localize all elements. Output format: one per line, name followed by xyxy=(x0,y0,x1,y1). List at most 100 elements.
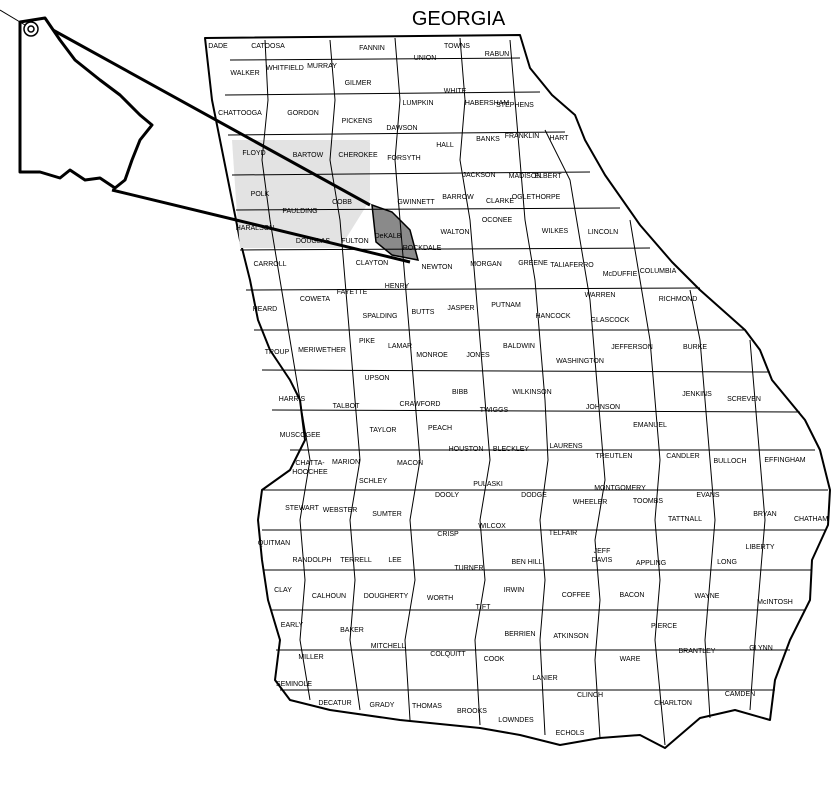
county-label-dodge: DODGE xyxy=(521,492,547,499)
county-label-crisp: CRISP xyxy=(437,531,459,538)
county-label-davis: DAVIS xyxy=(592,557,613,564)
county-label-fannin: FANNIN xyxy=(359,45,385,52)
county-label-camden: CAMDEN xyxy=(725,691,755,698)
county-label-white: WHITE xyxy=(444,88,467,95)
county-label-oglethorpe: OGLETHORPE xyxy=(512,194,561,201)
county-label-jefferson: JEFFERSON xyxy=(611,344,653,351)
county-label-habersham: HABERSHAM xyxy=(465,100,510,107)
county-label-taliaferro: TALIAFERRO xyxy=(550,262,594,269)
county-label-dawson: DAWSON xyxy=(386,125,417,132)
county-label-thomas: THOMAS xyxy=(412,703,442,710)
county-label-bleckley: BLECKLEY xyxy=(493,446,530,453)
county-label-newton: NEWTON xyxy=(422,264,453,271)
county-label-dougherty: DOUGHERTY xyxy=(364,593,409,600)
county-label-crawford: CRAWFORD xyxy=(400,401,441,408)
county-label-appling: APPLING xyxy=(636,560,666,567)
county-label-lowndes: LOWNDES xyxy=(498,717,534,724)
county-label-morgan: MORGAN xyxy=(470,261,502,268)
county-label-bibb: BIBB xyxy=(452,389,468,396)
county-label-chatham: CHATHAM xyxy=(794,516,828,523)
county-label-gwinnett: GWINNETT xyxy=(397,199,435,206)
county-label-irwin: IRWIN xyxy=(504,587,524,594)
county-label-elbert: ELBERT xyxy=(534,173,562,180)
county-label-jenkins: JENKINS xyxy=(682,391,712,398)
county-label-marion: MARION xyxy=(332,459,360,466)
county-label-bartow: BARTOW xyxy=(293,152,324,159)
inset-pointer-upper xyxy=(41,22,371,207)
county-label-mitchell: MITCHELL xyxy=(371,643,406,650)
county-label-pike: PIKE xyxy=(359,338,375,345)
county-label-tattnall: TATTNALL xyxy=(668,516,702,523)
county-label-catoosa: CATOOSA xyxy=(251,43,285,50)
county-label-towns: TOWNS xyxy=(444,43,470,50)
county-label-decatur: DECATUR xyxy=(318,700,351,707)
county-label-coweta: COWETA xyxy=(300,296,331,303)
county-label-coffee: COFFEE xyxy=(562,592,591,599)
county-label-twiggs: TWIGGS xyxy=(480,407,509,414)
county-label-glynn: GLYNN xyxy=(749,645,773,652)
county-label-cherokee: CHEROKEE xyxy=(338,152,378,159)
county-label-wayne: WAYNE xyxy=(695,593,720,600)
county-label-carroll: CARROLL xyxy=(253,261,286,268)
county-label-jones: JONES xyxy=(466,352,490,359)
county-label-paulding: PAULDING xyxy=(282,208,317,215)
map-title: GEORGIA xyxy=(411,8,506,30)
county-label-bryan: BRYAN xyxy=(753,511,776,518)
county-boundaries xyxy=(224,37,828,746)
inset-location-marker-icon xyxy=(23,21,39,37)
county-label-long: LONG xyxy=(717,559,737,566)
county-label-candler: CANDLER xyxy=(666,453,699,460)
county-label-hoochee: HOOCHEE xyxy=(292,469,328,476)
county-label-baker: BAKER xyxy=(340,627,364,634)
county-label-mcduffie: McDUFFIE xyxy=(603,271,638,278)
county-label-walker: WALKER xyxy=(230,70,259,77)
county-label-burke: BURKE xyxy=(683,344,707,351)
county-label-early: EARLY xyxy=(281,622,304,629)
county-label-pierce: PIERCE xyxy=(651,623,677,630)
county-label-floyd: FLOYD xyxy=(242,150,265,157)
county-label-cobb: COBB xyxy=(332,199,352,206)
county-label-screven: SCREVEN xyxy=(727,396,761,403)
county-label-liberty: LIBERTY xyxy=(745,544,774,551)
metro-region-shade xyxy=(232,140,370,248)
county-label-whitfield: WHITFIELD xyxy=(266,65,304,72)
county-label-wilkinson: WILKINSON xyxy=(512,389,551,396)
county-label-murray: MURRAY xyxy=(307,63,337,70)
county-label-meriwether: MERIWETHER xyxy=(298,347,346,354)
county-label-lincoln: LINCOLN xyxy=(588,229,618,236)
county-label-schley: SCHLEY xyxy=(359,478,387,485)
county-label-dooly: DOOLY xyxy=(435,492,459,499)
county-label-dade: DADE xyxy=(208,43,228,50)
inset-pointer-lower xyxy=(111,188,411,264)
county-label-turner: TURNER xyxy=(454,565,483,572)
county-label-calhoun: CALHOUN xyxy=(312,593,346,600)
county-label-charlton: CHARLTON xyxy=(654,700,692,707)
county-label-effingham: EFFINGHAM xyxy=(764,457,805,464)
county-label-wilkes: WILKES xyxy=(542,228,569,235)
county-label-pickens: PICKENS xyxy=(342,118,373,125)
county-label-bacon: BACON xyxy=(620,592,645,599)
county-label-chattooga: CHATTOOGA xyxy=(218,110,262,117)
county-label-dekalb: DeKALB xyxy=(375,233,402,240)
county-label-montgomery: MONTGOMERY xyxy=(594,485,646,492)
county-label-jackson: JACKSON xyxy=(462,172,495,179)
county-label-pulaski: PULASKI xyxy=(473,481,503,488)
county-label-bulloch: BULLOCH xyxy=(713,458,746,465)
county-label-madison: MADISON xyxy=(509,173,542,180)
county-label-webster: WEBSTER xyxy=(323,507,358,514)
county-label-johnson: JOHNSON xyxy=(586,404,620,411)
county-label-lumpkin: LUMPKIN xyxy=(402,100,433,107)
county-label-harris: HARRIS xyxy=(279,396,306,403)
county-label-richmond: RICHMOND xyxy=(659,296,698,303)
county-label-berrien: BERRIEN xyxy=(504,631,535,638)
county-label-lanier: LANIER xyxy=(532,675,557,682)
county-label-gilmer: GILMER xyxy=(345,80,372,87)
county-label-putnam: PUTNAM xyxy=(491,302,521,309)
county-label-glascock: GLASCOCK xyxy=(591,317,630,324)
county-label-macon: MACON xyxy=(397,460,423,467)
county-label-chatta: CHATTA- xyxy=(295,460,325,467)
county-label-talbot: TALBOT xyxy=(333,403,360,410)
county-label-grady: GRADY xyxy=(370,702,395,709)
dekalb-highlight xyxy=(371,203,420,261)
county-label-upson: UPSON xyxy=(365,375,390,382)
